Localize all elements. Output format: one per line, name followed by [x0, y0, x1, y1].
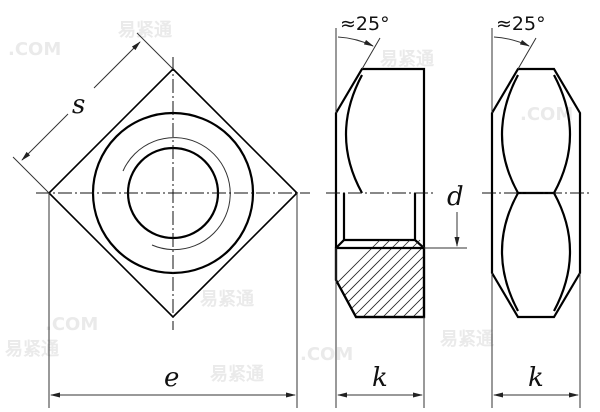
- e-label: e: [164, 363, 179, 393]
- s-dimension-line: [21, 113, 69, 161]
- angle-chamfer-line: [517, 37, 537, 70]
- watermark: 易紧通: [5, 339, 59, 360]
- s-dimension-line: [93, 41, 141, 89]
- watermark: .COM: [520, 104, 573, 125]
- section-hatching: [336, 239, 424, 317]
- hole-bottom-chamfer: [335, 238, 425, 249]
- section-side-view: ≈25° d k: [326, 13, 467, 408]
- top-view: s e: [12, 32, 310, 408]
- d-label: d: [447, 182, 464, 212]
- s-label: s: [72, 90, 85, 120]
- side-outline: [490, 67, 582, 319]
- watermark: .COM: [300, 344, 353, 365]
- watermark: .COM: [8, 39, 61, 60]
- angle-arc: [337, 36, 374, 47]
- plain-side-view: ≈25° k: [482, 13, 590, 408]
- angle-label: ≈25°: [496, 13, 546, 35]
- watermark: 易紧通: [380, 49, 434, 70]
- watermark: 易紧通: [210, 364, 264, 385]
- section-lower-outline: [334, 246, 426, 319]
- chamfer-arc: [344, 74, 363, 194]
- k-label: k: [372, 363, 388, 393]
- watermark: 易紧通: [118, 20, 172, 41]
- watermark-group: 易紧通 .COM 易紧通 易紧通 易紧通 易紧通 易紧通 .COM .COM .…: [5, 20, 573, 385]
- watermark: 易紧通: [200, 289, 254, 310]
- s-extension-left: [12, 156, 50, 194]
- watermark: 易紧通: [440, 329, 494, 350]
- angle-arc: [493, 36, 530, 47]
- k-label: k: [528, 363, 544, 393]
- s-extension-top: [136, 32, 174, 70]
- watermark: .COM: [45, 314, 98, 335]
- angle-chamfer-line: [361, 37, 381, 70]
- thread-arc: [122, 137, 231, 251]
- angle-label: ≈25°: [340, 13, 390, 35]
